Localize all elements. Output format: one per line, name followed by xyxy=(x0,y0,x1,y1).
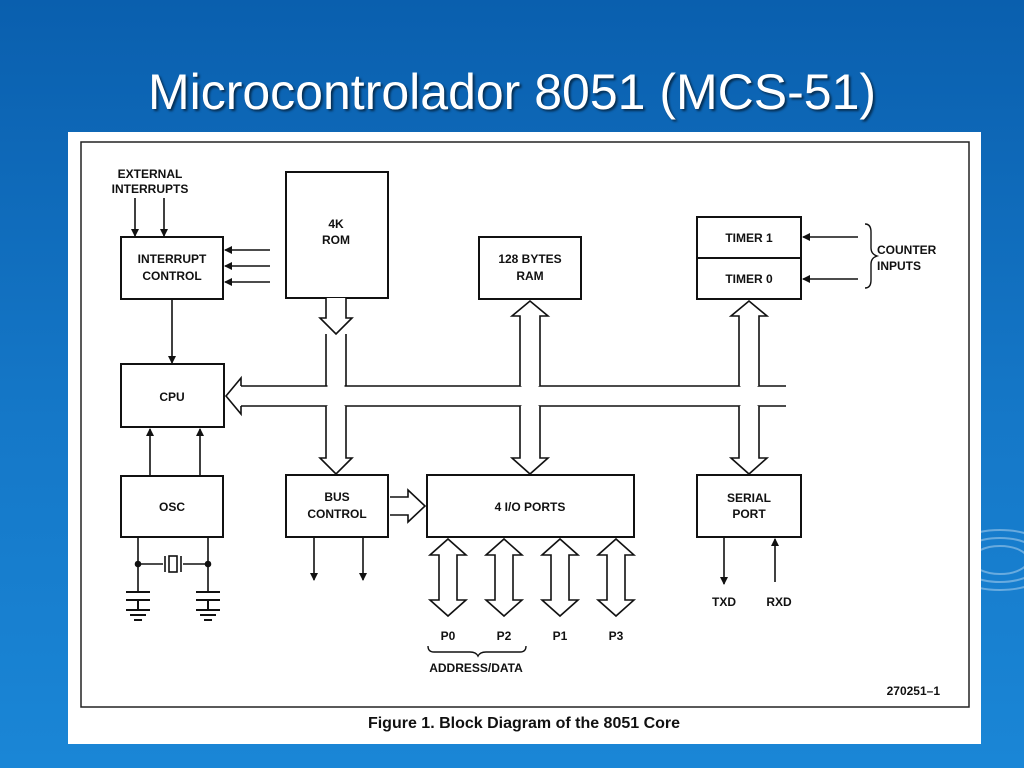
ram-bus-arrow xyxy=(509,299,551,386)
serial-port-label-2: PORT xyxy=(732,507,766,521)
slide-title: Microcontrolador 8051 (MCS-51) xyxy=(147,64,877,120)
figure-frame xyxy=(80,141,970,708)
capacitor-ground-icon xyxy=(126,591,220,621)
figure-number: 270251–1 xyxy=(887,684,941,698)
interrupt-control-label-1: INTERRUPT xyxy=(138,252,207,266)
port-label-p3: P3 xyxy=(609,629,624,643)
port-arrows xyxy=(427,537,637,618)
counter-inputs-label-2: INPUTS xyxy=(877,259,921,273)
txd-label: TXD xyxy=(712,595,736,609)
cpu-label: CPU xyxy=(159,390,184,404)
cpu-block: CPU xyxy=(120,363,225,428)
timer-bus-arrow xyxy=(728,299,770,386)
io-ports-label: 4 I/O PORTS xyxy=(495,500,566,514)
address-data-brace xyxy=(427,645,527,658)
port-label-p1: P1 xyxy=(553,629,568,643)
serial-port-arrow xyxy=(728,406,770,476)
rom-label-1: 4K xyxy=(328,217,344,231)
bus-control-block: BUS CONTROL xyxy=(285,474,389,538)
crystal-icon xyxy=(134,537,212,592)
counter-inputs-label-1: COUNTER xyxy=(877,243,937,257)
block-diagram: EXTERNAL INTERRUPTS INTERRUPT CONTROL 4K… xyxy=(80,141,970,732)
internal-bus xyxy=(224,375,786,417)
port-label-p2: P2 xyxy=(497,629,512,643)
timer0-label: TIMER 0 xyxy=(725,272,773,286)
osc-label: OSC xyxy=(159,500,185,514)
figure-caption: Figure 1. Block Diagram of the 8051 Core xyxy=(368,715,680,732)
external-interrupts-label-2: INTERRUPTS xyxy=(112,182,189,196)
io-ports-block: 4 I/O PORTS xyxy=(426,474,635,538)
rom-label-2: ROM xyxy=(322,233,350,247)
block-diagram-figure: EXTERNAL INTERRUPTS INTERRUPT CONTROL 4K… xyxy=(68,132,981,744)
counter-inputs-brace xyxy=(864,223,880,289)
io-ports-arrow xyxy=(509,406,551,476)
address-data-label: ADDRESS/DATA xyxy=(429,661,523,675)
interrupt-control-block: INTERRUPT CONTROL xyxy=(120,236,224,300)
external-interrupts-label-1: EXTERNAL xyxy=(118,167,183,181)
port-label-p0: P0 xyxy=(441,629,456,643)
bus-control-label-2: CONTROL xyxy=(307,507,366,521)
rom-block: 4K ROM xyxy=(285,171,389,299)
serial-port-block: SERIAL PORT xyxy=(696,474,802,538)
bus-to-io-arrow xyxy=(390,488,427,524)
bus-control-label-1: BUS xyxy=(324,490,349,504)
interrupt-control-label-2: CONTROL xyxy=(142,269,201,283)
ram-block: 128 BYTES RAM xyxy=(478,236,582,300)
rom-bus-arrow xyxy=(318,298,354,336)
timer-block: TIMER 1 TIMER 0 xyxy=(696,216,802,300)
rxd-label: RXD xyxy=(766,595,792,609)
timer1-label: TIMER 1 xyxy=(725,231,773,245)
serial-port-label-1: SERIAL xyxy=(727,491,771,505)
bus-control-arrow xyxy=(318,406,354,476)
ram-label-1: 128 BYTES xyxy=(498,252,561,266)
ram-label-2: RAM xyxy=(516,269,543,283)
osc-block: OSC xyxy=(120,475,224,538)
